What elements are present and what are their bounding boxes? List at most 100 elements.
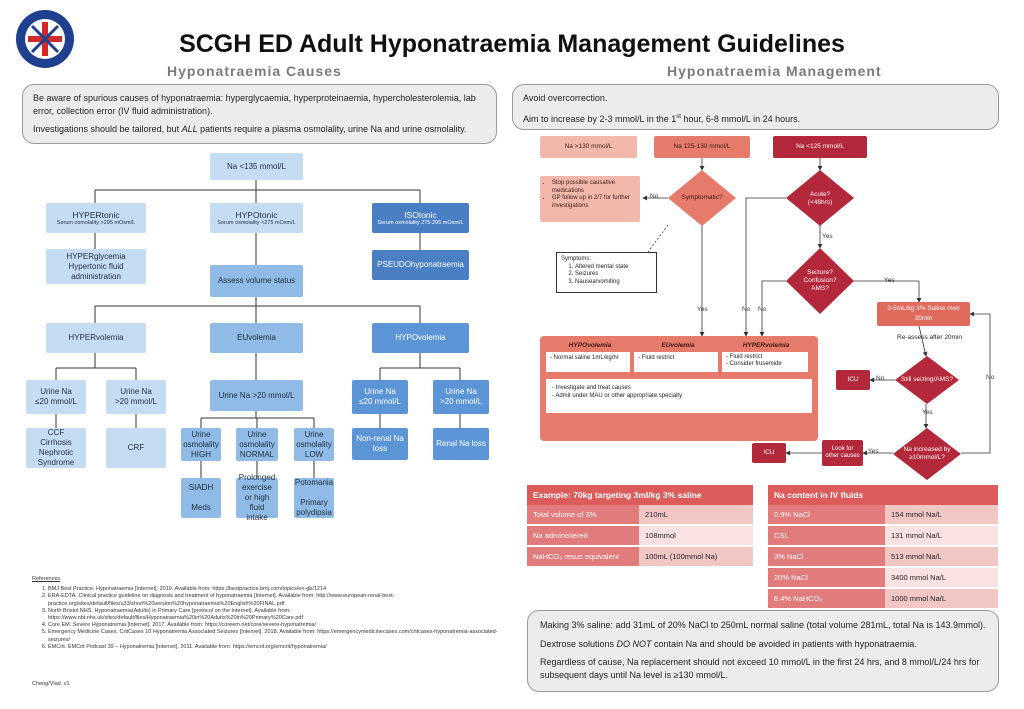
table-cell: CSL (768, 525, 885, 547)
non-renal-loss-box: Non-renal Na loss (352, 428, 408, 460)
no-label: No (650, 193, 659, 200)
eu-urine-na-box: Urine Na >20 mmol/L (210, 380, 303, 411)
icu-box-1: ICU (836, 370, 870, 390)
hyper-urine-na-high-box: Urine Na >20 mmol/L (106, 380, 166, 414)
na-125-130-box: Na 125-130 mmol/L (654, 136, 750, 158)
euvolemia-col-title: EUvolemia (661, 342, 695, 349)
yes-label: Yes (868, 448, 879, 455)
still-seizing-label: Still seizing/AMS? (900, 376, 954, 383)
no-label: No (876, 375, 885, 382)
version-footer: Cheng/Vlad. v1 (32, 681, 70, 687)
table-cell: 8.4% NaHCO₃ (768, 588, 885, 610)
making-saline-text: Making 3% saline: add 31mL of 20% NaCl t… (540, 620, 986, 630)
table-cell: 131 mmol Na/L (885, 525, 998, 547)
causes-heading: Hyponatraemia Causes (167, 63, 342, 79)
dextrose-text: Dextrose solutions DO NOT contain Na and… (540, 638, 917, 649)
reassess-label: Re-assess after 20min (897, 334, 963, 341)
assess-volume-box: Assess volume status (210, 265, 303, 297)
stop-medications-box: Stop possible causative medications GP f… (540, 176, 640, 222)
na-gt130-box: Na >130 mmol/L (540, 136, 637, 158)
saline-note: Making 3% saline: add 31mL of 20% NaCl t… (527, 610, 999, 692)
symptom-item: Altered mental state (575, 264, 652, 272)
table-cell: 108mmol (639, 525, 753, 547)
avoid-overcorrection-text: Avoid overcorrection. (523, 93, 608, 103)
yes-label: Yes (822, 233, 833, 240)
example-table-title: Example: 70kg targeting 3ml/kg 3% saline (527, 485, 753, 505)
hypervolemia-box: HYPERvolemia (46, 323, 146, 353)
references-title: References (32, 576, 61, 582)
reference-item: BMJ Best Practice. Hyponatraemia [Intern… (48, 586, 502, 593)
hyperglycemia-box: HYPERglycemia Hypertonic fluid administr… (46, 249, 146, 284)
hypovolemia-box-mgmt: - Normal saline 1mL/kg/hr (546, 352, 630, 372)
urine-osm-high-box: Urine osmolality HIGH (181, 428, 221, 461)
replacement-limit-text: Regardless of cause, Na replacement shou… (540, 657, 980, 680)
no-label: No (986, 374, 995, 381)
no-label: No (758, 306, 767, 313)
symptom-item: Nausea/vomiting (575, 279, 652, 287)
renal-loss-box: Renal Na loss (433, 428, 489, 460)
hospital-logo (14, 8, 76, 70)
ccf-box: CCF Cirrhosis Nephrotic Syndrome (26, 428, 86, 468)
euvolemia-box: EUvolemia (210, 323, 303, 353)
spurious-causes-text: Be aware of spurious causes of hyponatra… (33, 93, 476, 116)
hypo-urine-na-high-box: Urine Na >20 mmol/L (433, 380, 489, 414)
crf-box: CRF (106, 428, 166, 468)
table-cell: 154 mmol Na/L (885, 505, 998, 526)
aim-text: Aim to increase by 2-3 mmol/L in the 1st… (523, 113, 801, 124)
hypo-urine-na-low-box: Urine Na ≤20 mmol/L (352, 380, 408, 414)
hypervolemia-box-mgmt: - Fluid restrict- Consider frusemide (722, 352, 808, 372)
seizure-diamond (786, 248, 854, 314)
management-heading: Hyponatraemia Management (667, 63, 882, 79)
euvolemia-box-mgmt: - Fluid restrict (634, 352, 718, 372)
table-cell: 100mL (100mmol Na) (639, 546, 753, 568)
table-cell: 3% NaCl (768, 546, 885, 568)
page-title: SCGH ED Adult Hyponatraemia Management G… (179, 30, 845, 58)
look-other-causes-box: Look for other causes (822, 440, 863, 466)
no-label: No (742, 306, 751, 313)
table-cell: 0.9% NaCl (768, 505, 885, 526)
gp-followup-item: GP follow up in 2/7 for further investig… (552, 195, 636, 210)
references: References BMJ Best Practice. Hyponatrae… (32, 576, 502, 651)
hypervolemia-col-title: HYPERvolemia (742, 342, 790, 349)
na-increased-label: Na increased by ≥10mmol/L? (903, 446, 951, 461)
causes-connectors (55, 180, 461, 478)
na-increased-diamond (893, 428, 961, 480)
reference-item: EMCrit. EMCrit Podcast 39 – Hyponatremia… (48, 644, 502, 651)
reference-item: ERA-EDTA. Clinical practice guideline on… (48, 593, 502, 607)
table-cell: 20% NaCl (768, 567, 885, 589)
reference-item: North Bristol NHS. Hyponatraemia(Adults)… (48, 608, 502, 622)
potomania-box: Potomania Primary polydipsia (294, 478, 334, 518)
stop-meds-item: Stop possible causative medications (552, 180, 636, 195)
yes-label: Yes (697, 306, 708, 313)
reference-item: Core EM. Severe Hyponatremia [Internet].… (48, 622, 502, 629)
investigate-box: - Investigate and treat causes- Admit un… (546, 379, 812, 413)
symptoms-title: Symptoms: (561, 256, 592, 262)
table-cell: 1000 mmol Na/L (885, 588, 998, 610)
symptom-item: Seizures (575, 271, 652, 279)
symptoms-box: Symptoms: Altered mental state Seizures … (556, 252, 657, 293)
table-cell: Na administered (527, 525, 639, 547)
investigations-text: Investigations should be tailored, but A… (33, 124, 467, 134)
yes-label: Yes (922, 409, 933, 416)
hyper-urine-na-low-box: Urine Na ≤20 mmol/L (26, 380, 86, 414)
table-cell: NaHCO₃ resus equivalent (527, 546, 639, 568)
still-seizing-diamond (895, 356, 959, 404)
saline-box: 3-5mL/kg 3% Saline over 20min (877, 302, 970, 326)
urine-osm-normal-box: Urine osmolality NORMAL (236, 428, 278, 461)
table-cell: Total volume of 3% (527, 505, 639, 526)
hypovolemia-box: HYPOvolemia (372, 323, 469, 353)
hypovolemia-col-title: HYPOvolemia (568, 342, 612, 349)
na-lt135-box: Na <135 mmol/L (210, 153, 303, 180)
reference-item: Emergency Medicine Cases. CritCases 10 H… (48, 629, 502, 643)
symptomatic-label: Symptomatic? (681, 194, 723, 201)
volume-management-panel: HYPOvolemia EUvolemia HYPERvolemia - Nor… (540, 336, 818, 441)
table-cell: 210mL (639, 505, 753, 526)
symptomatic-diamond (668, 170, 736, 226)
prolonged-exercise-box: Prolonged exercise or high fluid intake (236, 473, 278, 522)
yes-label: Yes (884, 277, 895, 284)
seizure-label: Seizure? Confusion? AMS? (803, 269, 837, 292)
